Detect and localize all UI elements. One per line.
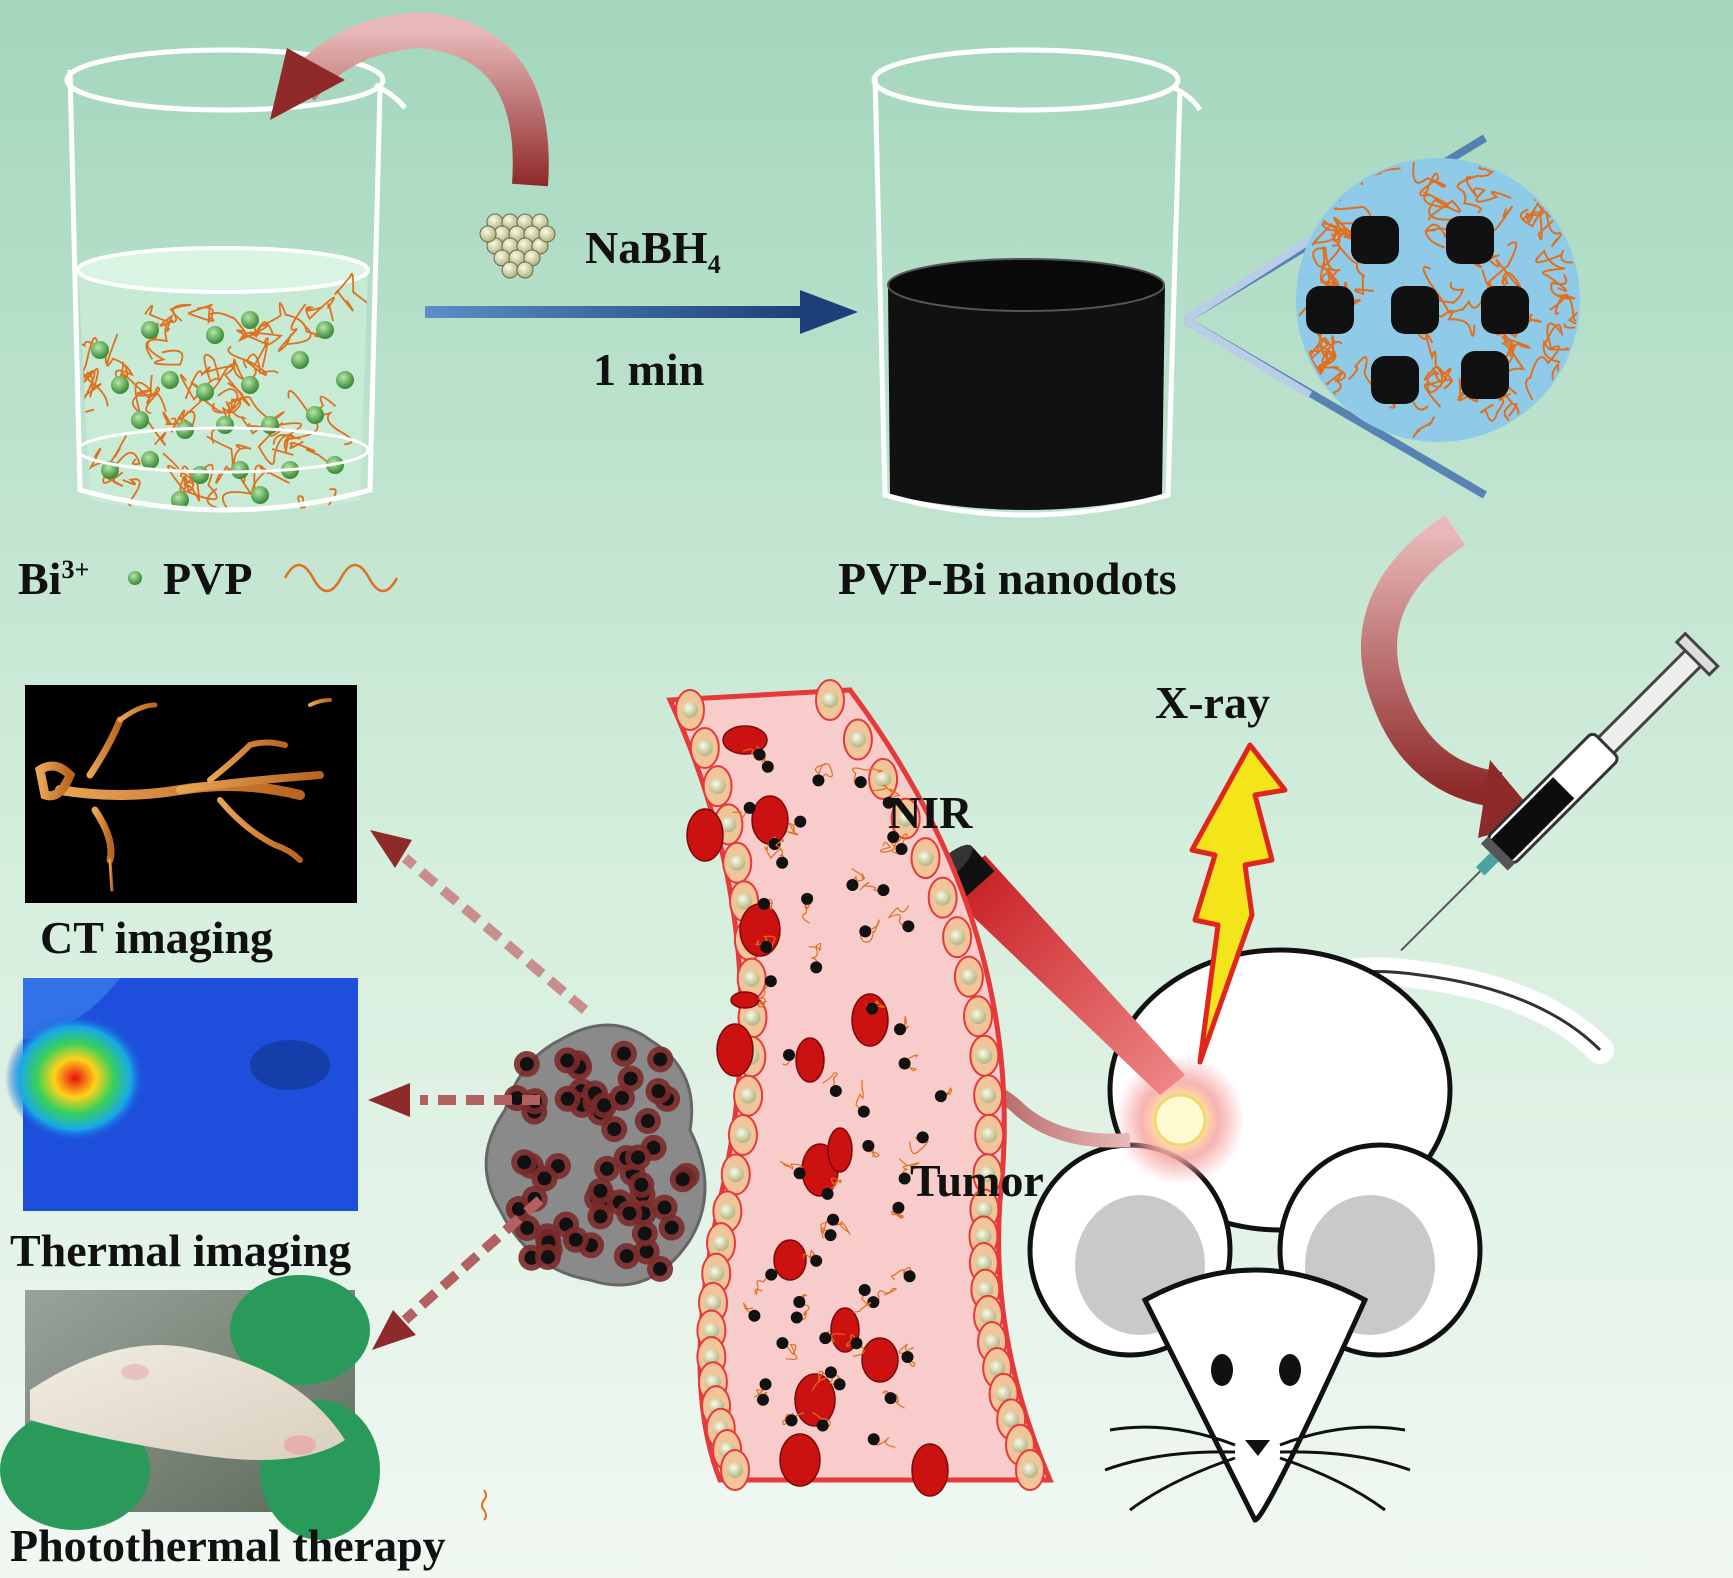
nir-label: NIR xyxy=(888,787,973,838)
bi-ion-sphere xyxy=(231,461,249,479)
pvp-legend-marker xyxy=(283,563,399,593)
bi-ion-label: Bi3+ xyxy=(18,553,90,604)
bi-ion-sphere xyxy=(131,411,149,429)
reaction-arrow xyxy=(425,290,858,334)
bi-ion-sphere xyxy=(111,376,129,394)
output-arrows xyxy=(401,854,589,1324)
xray-label: X-ray xyxy=(1155,677,1270,728)
addition-arrow xyxy=(270,11,549,187)
bi-ion-sphere xyxy=(216,416,234,434)
nabh4-particle-cluster xyxy=(479,213,556,279)
nanodot xyxy=(1351,216,1399,264)
xray-bolt xyxy=(1189,742,1288,1065)
output-arrowheads xyxy=(368,830,416,1350)
ct-imaging-label: CT imaging xyxy=(40,912,274,963)
photothermal-photo-panel xyxy=(0,1275,380,1540)
bi-ion-sphere xyxy=(291,351,309,369)
bi-ion-sphere xyxy=(191,466,209,484)
nanodot xyxy=(1481,286,1529,334)
pvp-label: PVP xyxy=(163,553,253,604)
tumor-label: Tumor xyxy=(910,1155,1044,1206)
bi-ion-sphere xyxy=(91,341,109,359)
bi-ion-sphere xyxy=(336,371,354,389)
ct-image-panel xyxy=(25,685,357,903)
bi-ion-sphere xyxy=(141,451,159,469)
tumor-mass xyxy=(484,1023,707,1287)
bi-ion-sphere xyxy=(171,491,189,509)
bi-ion-sphere xyxy=(316,321,334,339)
product-label: PVP-Bi nanodots xyxy=(838,553,1177,604)
nanodot xyxy=(1371,356,1419,404)
nanodot xyxy=(1306,286,1354,334)
mouse xyxy=(1027,947,1614,1523)
bi-ion-sphere xyxy=(161,371,179,389)
thermal-imaging-label: Thermal imaging xyxy=(10,1225,352,1276)
bi-ion-sphere xyxy=(196,383,214,401)
bi-ion-sphere xyxy=(141,321,159,339)
nanodot xyxy=(1446,216,1494,264)
reagent-label: NaBH4 xyxy=(585,222,721,279)
beaker-reactants xyxy=(64,47,407,513)
photothermal-therapy-label: Photothermal therapy xyxy=(10,1520,446,1571)
blood-vessel xyxy=(666,679,1054,1497)
syringe xyxy=(1400,631,1720,952)
nanodot xyxy=(1461,351,1509,399)
nanodot xyxy=(1391,286,1439,334)
bi-ion-sphere xyxy=(251,486,269,504)
bi-ion-sphere xyxy=(306,406,324,424)
beaker-product xyxy=(871,47,1203,518)
pvp-chain-fragment xyxy=(481,1489,487,1521)
bi-ion-sphere xyxy=(241,376,259,394)
bi-ion-sphere xyxy=(206,326,224,344)
thermal-image-panel xyxy=(5,978,358,1211)
reaction-time-label: 1 min xyxy=(593,344,705,395)
bi-ion-sphere xyxy=(261,416,279,434)
bi-ion-legend-marker xyxy=(128,571,142,585)
bi-ion-sphere xyxy=(241,311,259,329)
